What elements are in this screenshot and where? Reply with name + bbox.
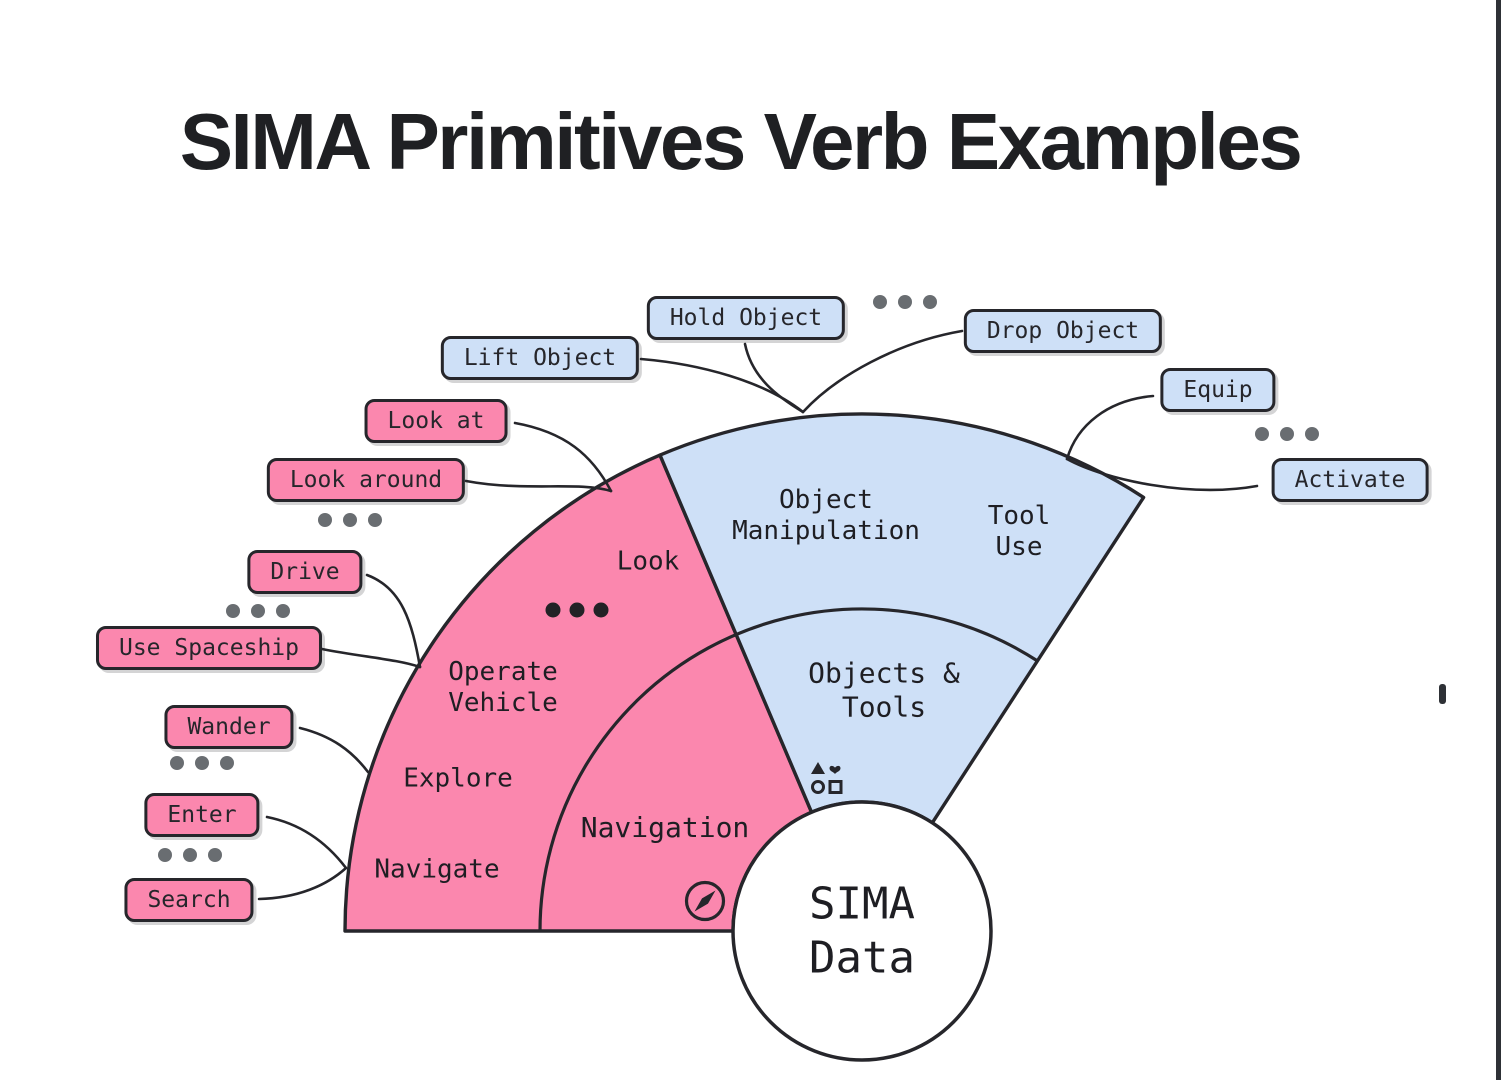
callout-equip: Equip xyxy=(1160,368,1276,412)
screen-edge-nub xyxy=(1439,684,1446,704)
sima-data-circle xyxy=(731,800,993,1062)
connector-equip xyxy=(1065,394,1155,461)
callout-enter: Enter xyxy=(144,793,260,837)
ellipsis-icon-wander xyxy=(170,756,234,770)
connector-enter xyxy=(265,815,348,870)
callout-search: Search xyxy=(124,878,254,922)
callout-lift-object: Lift Object xyxy=(440,336,640,380)
connector-use-spaceship xyxy=(320,647,422,669)
ellipsis-icon-look-around xyxy=(318,513,382,527)
ellipsis-icon-look-segment xyxy=(545,602,609,618)
segment-label-navigate: Navigate xyxy=(374,854,500,885)
connector-drop-object xyxy=(801,329,964,414)
connector-activate xyxy=(1065,457,1259,492)
ellipsis-icon-hold-object xyxy=(873,295,937,309)
connector-hold-object xyxy=(743,342,805,414)
segment-label-tool-use: Tool Use xyxy=(987,500,1051,562)
callout-drive: Drive xyxy=(247,550,363,594)
callout-use-spaceship: Use Spaceship xyxy=(95,626,323,670)
ellipsis-icon-drive xyxy=(226,604,290,618)
shapes-icon xyxy=(811,762,843,794)
ellipsis-icon-enter xyxy=(158,848,222,862)
connector-look-at xyxy=(513,421,613,493)
center-label-sima-data: SIMA Data xyxy=(809,878,915,983)
page-title: SIMA Primitives Verb Examples xyxy=(179,97,1303,186)
connector-lift-object xyxy=(639,357,805,414)
segment-label-explore: Explore xyxy=(403,763,513,794)
connector-wander xyxy=(298,726,370,774)
segment-label-navigation: Navigation xyxy=(580,811,750,845)
connector-search xyxy=(257,866,348,901)
connector-look-around xyxy=(464,479,613,493)
callout-look-around: Look around xyxy=(266,458,466,502)
segment-label-operate-vehicle: Operate Vehicle xyxy=(448,656,558,718)
callout-look-at: Look at xyxy=(364,399,508,443)
connector-drive xyxy=(365,573,422,669)
band-divider-arc xyxy=(538,607,1039,932)
callout-activate: Activate xyxy=(1271,458,1429,502)
callout-drop-object: Drop Object xyxy=(963,309,1163,353)
segment-label-look: Look xyxy=(616,546,680,577)
callout-wander: Wander xyxy=(164,705,294,749)
screen-edge-strip xyxy=(1496,0,1501,1080)
segment-label-object-manipulation: Object Manipulation xyxy=(732,484,920,546)
callout-hold-object: Hold Object xyxy=(646,296,846,340)
compass-icon xyxy=(684,880,726,922)
segment-label-objects-tools: Objects & Tools xyxy=(808,656,960,723)
ellipsis-icon-equip xyxy=(1255,427,1319,441)
